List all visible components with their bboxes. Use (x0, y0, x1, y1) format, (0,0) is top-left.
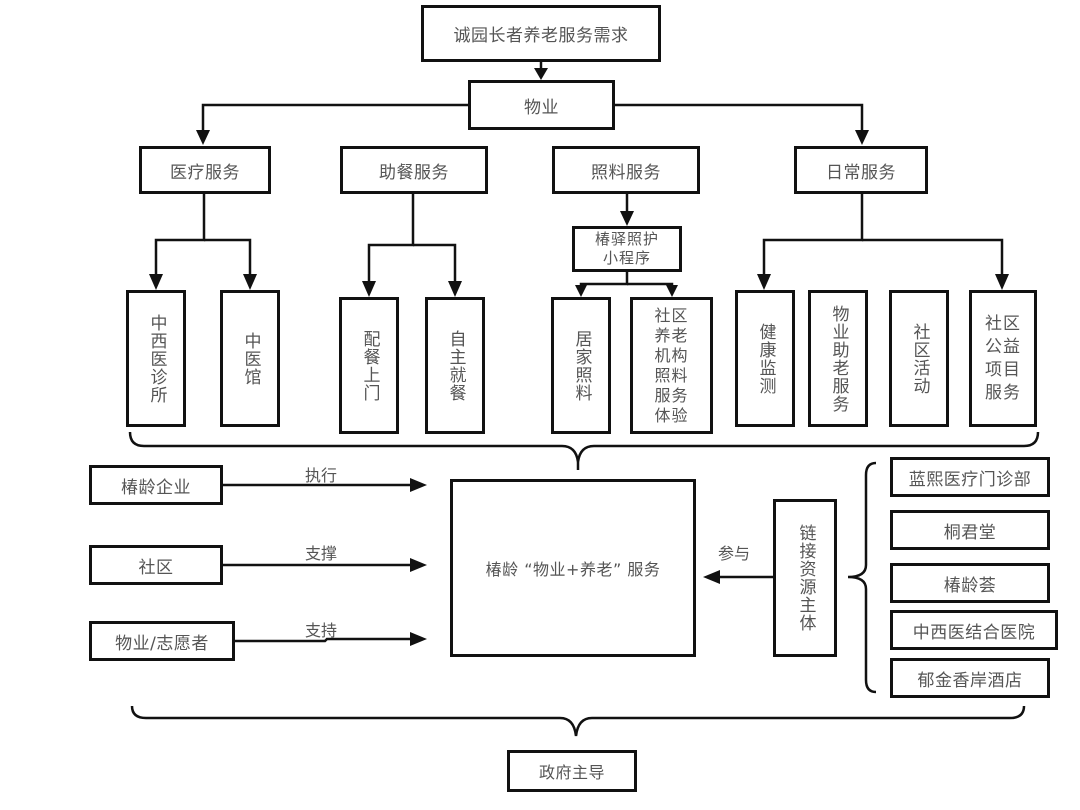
arrow-head (410, 478, 427, 492)
bottom-brace (130, 705, 1026, 737)
connector-app-home (579, 272, 629, 288)
category-meal: 助餐服务 (340, 146, 488, 194)
government-box: 政府主导 (507, 750, 637, 792)
relation-participate: 参与 (718, 544, 751, 563)
arrow-head (534, 68, 548, 80)
arrow-head (149, 274, 163, 290)
leaf-label: 自主就餐 (445, 329, 466, 402)
care-app-line2: 小程序 (602, 249, 651, 267)
core-service-label: 椿龄 “物业+养老” 服务 (485, 560, 661, 579)
arrow-head (703, 570, 720, 584)
leaf-label-line: 公益 (985, 336, 1021, 357)
arrow-head (575, 285, 587, 297)
resource-label: 蓝熙医疗门诊部 (908, 469, 1032, 490)
connector-app-institution (627, 282, 674, 288)
leaf-meal-delivery: 配餐上门 (339, 297, 399, 434)
resource-label: 郁金香岸酒店 (917, 670, 1023, 691)
connector-medical-tcm (204, 238, 252, 277)
leaf-label-line: 照料 (654, 365, 689, 385)
relation-support: 支撑 (305, 544, 338, 563)
leaf-label: 健康监测 (755, 322, 776, 395)
leaf-label: 物业助老服务 (828, 304, 849, 413)
connector-property-medical (201, 103, 470, 133)
arrow-head (855, 130, 869, 145)
category-label: 助餐服务 (379, 162, 449, 183)
category-label: 日常服务 (826, 162, 896, 183)
actor-label: 社区 (138, 557, 174, 578)
property-box: 物业 (468, 80, 615, 130)
resource-label: 中西医结合医院 (912, 622, 1036, 643)
leaf-label: 中医馆 (240, 331, 261, 386)
care-app-line1: 椿驿照护 (594, 230, 659, 248)
leaf-label: 配餐上门 (359, 329, 380, 402)
leaf-label-line: 养老 (654, 325, 689, 345)
leaf-label-line: 机构 (654, 345, 689, 365)
resource-item: 桐君堂 (890, 510, 1050, 550)
actor-label: 椿龄企业 (121, 477, 191, 498)
connector-meal-self (413, 243, 457, 284)
actor-enterprise: 椿龄企业 (89, 465, 223, 505)
category-label: 照料服务 (591, 162, 661, 183)
leaf-label-line: 体验 (654, 405, 689, 425)
government-label: 政府主导 (538, 763, 605, 782)
care-app-box: 椿驿照护 小程序 (572, 226, 682, 272)
arrow-head (757, 274, 771, 290)
leaf-tcm: 中医馆 (220, 290, 280, 427)
property-label: 物业 (524, 97, 559, 118)
arrow-head (196, 130, 210, 145)
arrow-head (666, 285, 678, 297)
leaf-home-care: 居家照料 (551, 297, 611, 434)
actor-label: 物业/志愿者 (115, 633, 209, 654)
leaf-property-elder-service: 物业助老服务 (808, 290, 868, 427)
arrow-head (620, 211, 634, 226)
leaf-label-line: 社区 (985, 313, 1021, 334)
leaf-label-line: 服务 (654, 385, 689, 405)
connector-meal-delivery (367, 193, 415, 284)
connector-medical-clinic (154, 193, 206, 277)
relation-execute: 执行 (305, 466, 338, 485)
arrow-head (362, 281, 376, 297)
resource-item: 郁金香岸酒店 (890, 658, 1050, 698)
leaf-health-monitoring: 健康监测 (735, 290, 795, 427)
arrow-head (995, 274, 1009, 290)
resource-hub-box: 链接资源主体 (773, 499, 837, 657)
resource-item: 中西医结合医院 (890, 610, 1058, 650)
leaf-label: 中西医诊所 (146, 313, 167, 404)
relation-assist: 支持 (305, 621, 338, 640)
leaf-label-line: 项目 (985, 359, 1021, 380)
actor-community: 社区 (89, 545, 223, 585)
category-daily: 日常服务 (794, 146, 928, 194)
core-service-box: 椿龄 “物业+养老” 服务 (450, 479, 696, 657)
leaf-community-activity: 社区活动 (889, 290, 949, 427)
leaf-institution-care: 社区 养老 机构 照料 服务 体验 (630, 297, 713, 434)
demand-label: 诚园长者养老服务需求 (453, 26, 629, 46)
resource-label: 椿龄荟 (943, 575, 997, 596)
leaf-self-dining: 自主就餐 (425, 297, 485, 434)
arrow-head (448, 281, 462, 297)
connector-volunteer-core (235, 637, 412, 643)
connector-daily-welfare (862, 238, 1004, 277)
resource-hub-label: 链接资源主体 (795, 524, 816, 632)
category-care: 照料服务 (552, 146, 700, 194)
arrow-head (243, 274, 257, 290)
demand-box: 诚园长者养老服务需求 (421, 5, 661, 62)
resource-label: 桐君堂 (943, 522, 997, 543)
arrow-head (410, 558, 427, 572)
resources-brace (847, 461, 877, 694)
connector-property-daily (613, 103, 864, 133)
actor-volunteer: 物业/志愿者 (89, 621, 235, 661)
leaf-label: 居家照料 (571, 329, 592, 402)
leaf-community-welfare: 社区 公益 项目 服务 (969, 290, 1037, 427)
category-label: 医疗服务 (170, 162, 240, 183)
resource-item: 蓝熙医疗门诊部 (890, 457, 1050, 497)
category-medical: 医疗服务 (139, 146, 271, 194)
leaf-clinic: 中西医诊所 (126, 290, 186, 427)
resource-item: 椿龄荟 (890, 563, 1050, 603)
leaf-label: 社区活动 (909, 322, 930, 395)
leaf-label-line: 社区 (654, 305, 689, 325)
arrow-head (410, 632, 427, 646)
connector-daily-health (762, 193, 864, 277)
leaf-label-line: 服务 (985, 382, 1021, 403)
